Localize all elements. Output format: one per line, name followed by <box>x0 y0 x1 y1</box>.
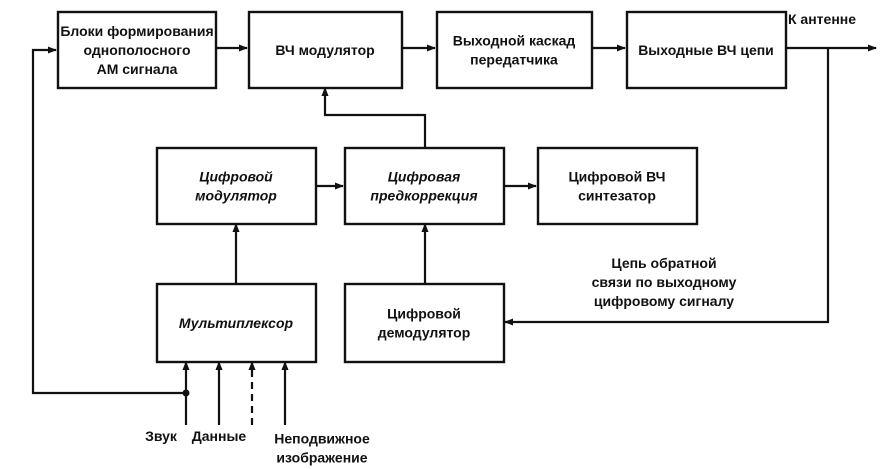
sound-label: Звук <box>145 428 178 444</box>
output-rf-label: Выходные ВЧ цепи <box>638 42 774 58</box>
label-line: Цифровой ВЧ <box>568 169 665 185</box>
label-line: АМ сигнала <box>97 61 178 77</box>
label-line: предкоррекция <box>370 188 477 204</box>
block-digital-demodulator: Цифровой демодулятор <box>343 282 506 364</box>
label-line: Выходные ВЧ цепи <box>638 42 774 58</box>
label-line: синтезатор <box>578 188 656 204</box>
predistortion-label: Цифровая предкоррекция <box>370 169 477 204</box>
block-multiplexer: Мультиплексор <box>155 282 318 364</box>
block-rf-synthesizer: Цифровой ВЧ синтезатор <box>536 146 699 226</box>
multiplexer-label: Мультиплексор <box>179 315 294 331</box>
data-label: Данные <box>192 428 247 444</box>
label-line: Цифровой <box>199 169 273 185</box>
arrow-sound-to-ssb-former <box>31 46 186 395</box>
label-line: Выходной каскад <box>453 33 576 49</box>
label-line: Блоки формирования <box>60 23 213 39</box>
label-line: Неподвижное <box>274 431 370 447</box>
arrow-feedback-to-demodulator <box>504 48 830 326</box>
digital-modulator-label: Цифровой модулятор <box>195 169 277 204</box>
label-line: Цифровая <box>388 169 461 185</box>
label-line: связи по выходному <box>592 274 737 290</box>
block-digital-modulator: Цифровой модулятор <box>155 146 318 226</box>
rf-synthesizer-label: Цифровой ВЧ синтезатор <box>568 169 665 204</box>
block-output-rf-circuits: Выходные ВЧ цепи <box>625 10 788 90</box>
label-line: модулятор <box>195 188 277 204</box>
rf-modulator-label: ВЧ модулятор <box>275 42 374 58</box>
label-line: Цепь обратной <box>611 255 716 271</box>
digital-demodulator-label: Цифровой демодулятор <box>378 306 471 341</box>
output-stage-label: Выходной каскад передатчика <box>453 33 576 68</box>
ssb-former-label: Блоки формирования однополосного АМ сигнал… <box>60 23 213 77</box>
connections <box>31 44 877 425</box>
block-output-stage: Выходной каскад передатчика <box>435 10 594 90</box>
label-line: Цифровой <box>387 306 461 322</box>
block-rf-modulator: ВЧ модулятор <box>247 10 404 90</box>
label-line: однополосного <box>84 42 191 58</box>
block-ssb-former: Блоки формирования однополосного АМ сигнал… <box>56 10 218 90</box>
label-line: демодулятор <box>378 325 471 341</box>
label-line: изображение <box>276 450 367 466</box>
still-image-label: Неподвижное изображение <box>274 431 370 466</box>
feedback-label: Цепь обратной связи по выходному цифровому… <box>592 255 737 309</box>
label-line: передатчика <box>470 52 558 68</box>
label-line: цифровому сигналу <box>594 293 734 309</box>
label-line: Мультиплексор <box>179 315 294 331</box>
label-line: ВЧ модулятор <box>275 42 374 58</box>
arrow-predistortion-to-rf-modulator <box>321 87 427 148</box>
block-predistortion: Цифровая предкоррекция <box>343 146 506 226</box>
antenna-label: К антенне <box>788 11 856 27</box>
